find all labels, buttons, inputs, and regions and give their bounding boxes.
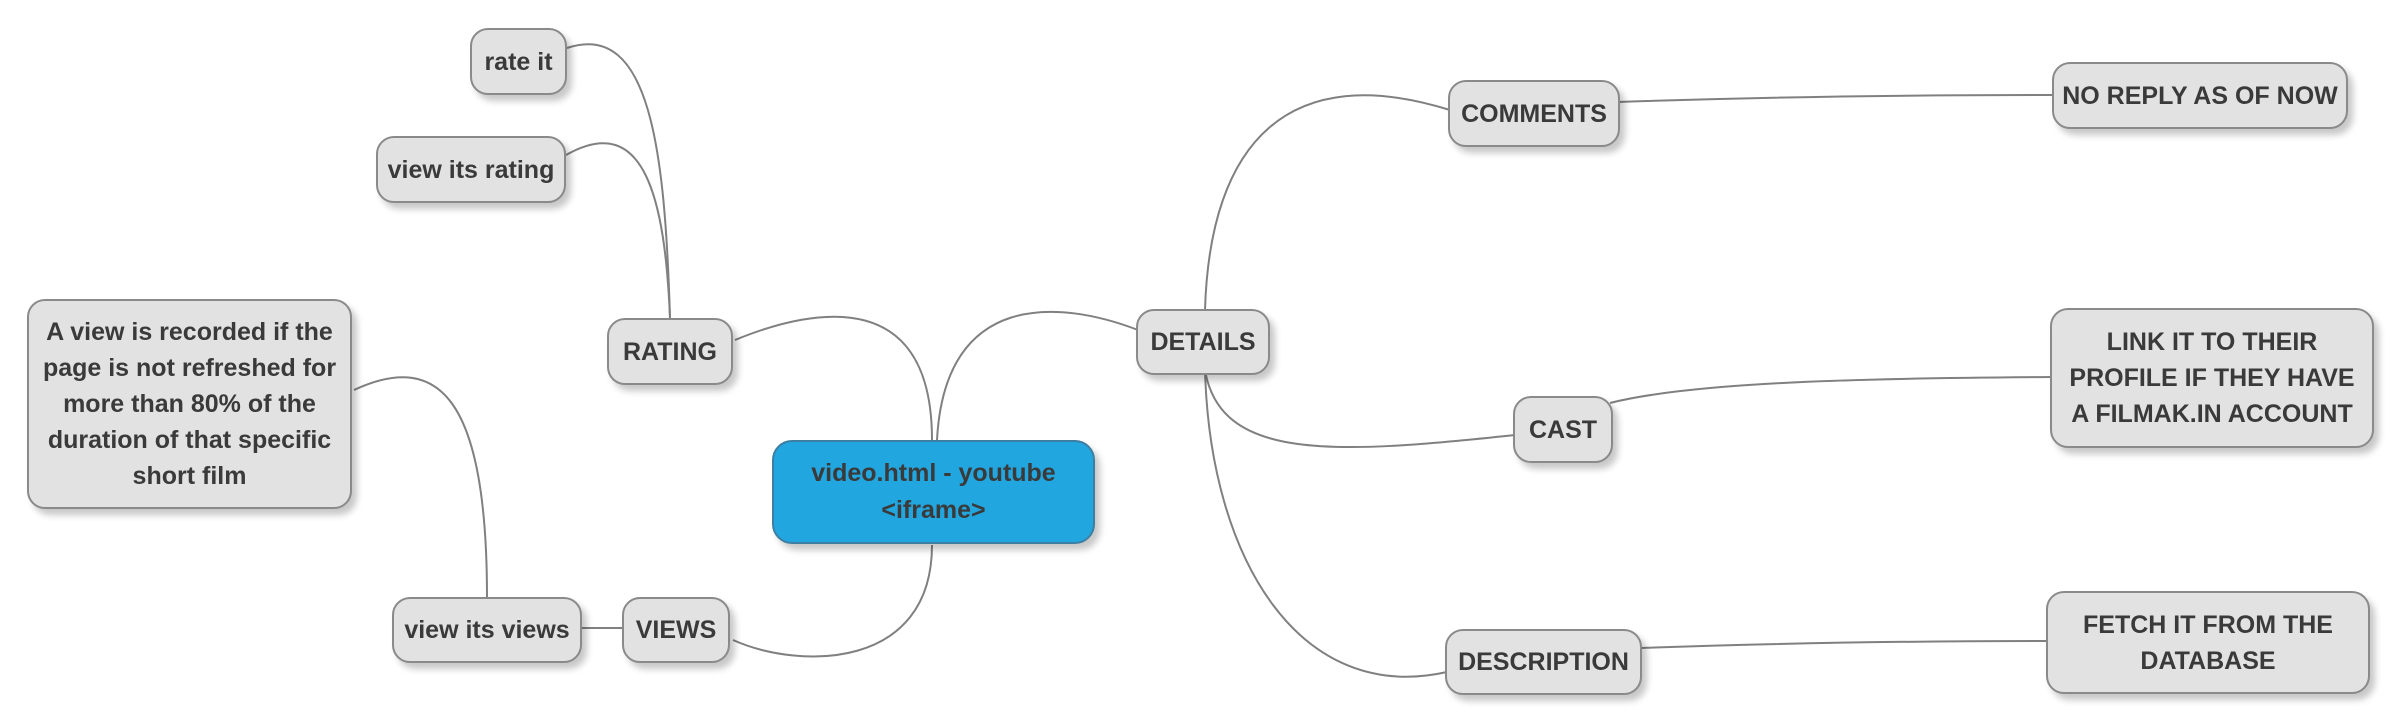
details-node-label: DETAILS	[1150, 328, 1256, 356]
rating-node-label: RATING	[623, 337, 717, 366]
edge-description-fetch	[1641, 640, 2049, 649]
view-its-views-node[interactable]: view its views	[392, 597, 582, 663]
view-its-rating-node-label: view its rating	[387, 155, 555, 184]
cast-link-node-label: LINK IT TO THEIR PROFILE IF THEY HAVE A …	[2069, 328, 2355, 428]
edge-root-details	[936, 310, 1139, 441]
comments-node-label: COMMENTS	[1461, 99, 1607, 128]
views-node[interactable]: VIEWS	[622, 597, 730, 663]
edge-details-cast	[1204, 369, 1516, 449]
edge-views-note	[353, 376, 488, 598]
edge-comments-no-reply	[1617, 94, 2055, 103]
view-its-rating-node[interactable]: view its rating	[376, 136, 566, 203]
view-note-node-label: A view is recorded if the page is not re…	[42, 318, 337, 490]
cast-node-label: CAST	[1528, 415, 1598, 444]
comments-node[interactable]: COMMENTS	[1448, 80, 1620, 147]
root-node-label: video.html - youtube <iframe>	[811, 459, 1056, 524]
fetch-db-node-label: FETCH IT FROM THE DATABASE	[2083, 610, 2333, 675]
edge-root-views	[732, 544, 933, 658]
description-node[interactable]: DESCRIPTION	[1445, 629, 1642, 695]
cast-link-node[interactable]: LINK IT TO THEIR PROFILE IF THEY HAVE A …	[2050, 308, 2374, 448]
rating-node[interactable]: RATING	[607, 318, 733, 385]
details-node[interactable]: DETAILS	[1136, 309, 1270, 375]
rate-it-node-label: rate it	[484, 47, 553, 76]
description-node-label: DESCRIPTION	[1458, 648, 1629, 676]
rate-it-node[interactable]: rate it	[470, 28, 567, 95]
view-note-node[interactable]: A view is recorded if the page is not re…	[27, 299, 352, 509]
fetch-db-node[interactable]: FETCH IT FROM THE DATABASE	[2046, 591, 2370, 694]
edge-details-description	[1204, 369, 1448, 678]
edge-details-comments	[1204, 94, 1451, 311]
no-reply-node[interactable]: NO REPLY AS OF NOW	[2052, 62, 2348, 129]
edge-root-rating	[734, 315, 933, 441]
edge-rating-view-rating	[565, 142, 671, 319]
views-node-label: VIEWS	[635, 616, 717, 644]
edge-cast-link	[1609, 376, 2053, 404]
root-node[interactable]: video.html - youtube <iframe>	[772, 440, 1095, 544]
view-its-views-node-label: view its views	[404, 616, 570, 644]
edge-rating-rate-it	[566, 43, 671, 319]
no-reply-node-label: NO REPLY AS OF NOW	[2062, 81, 2338, 110]
cast-node[interactable]: CAST	[1513, 396, 1613, 463]
